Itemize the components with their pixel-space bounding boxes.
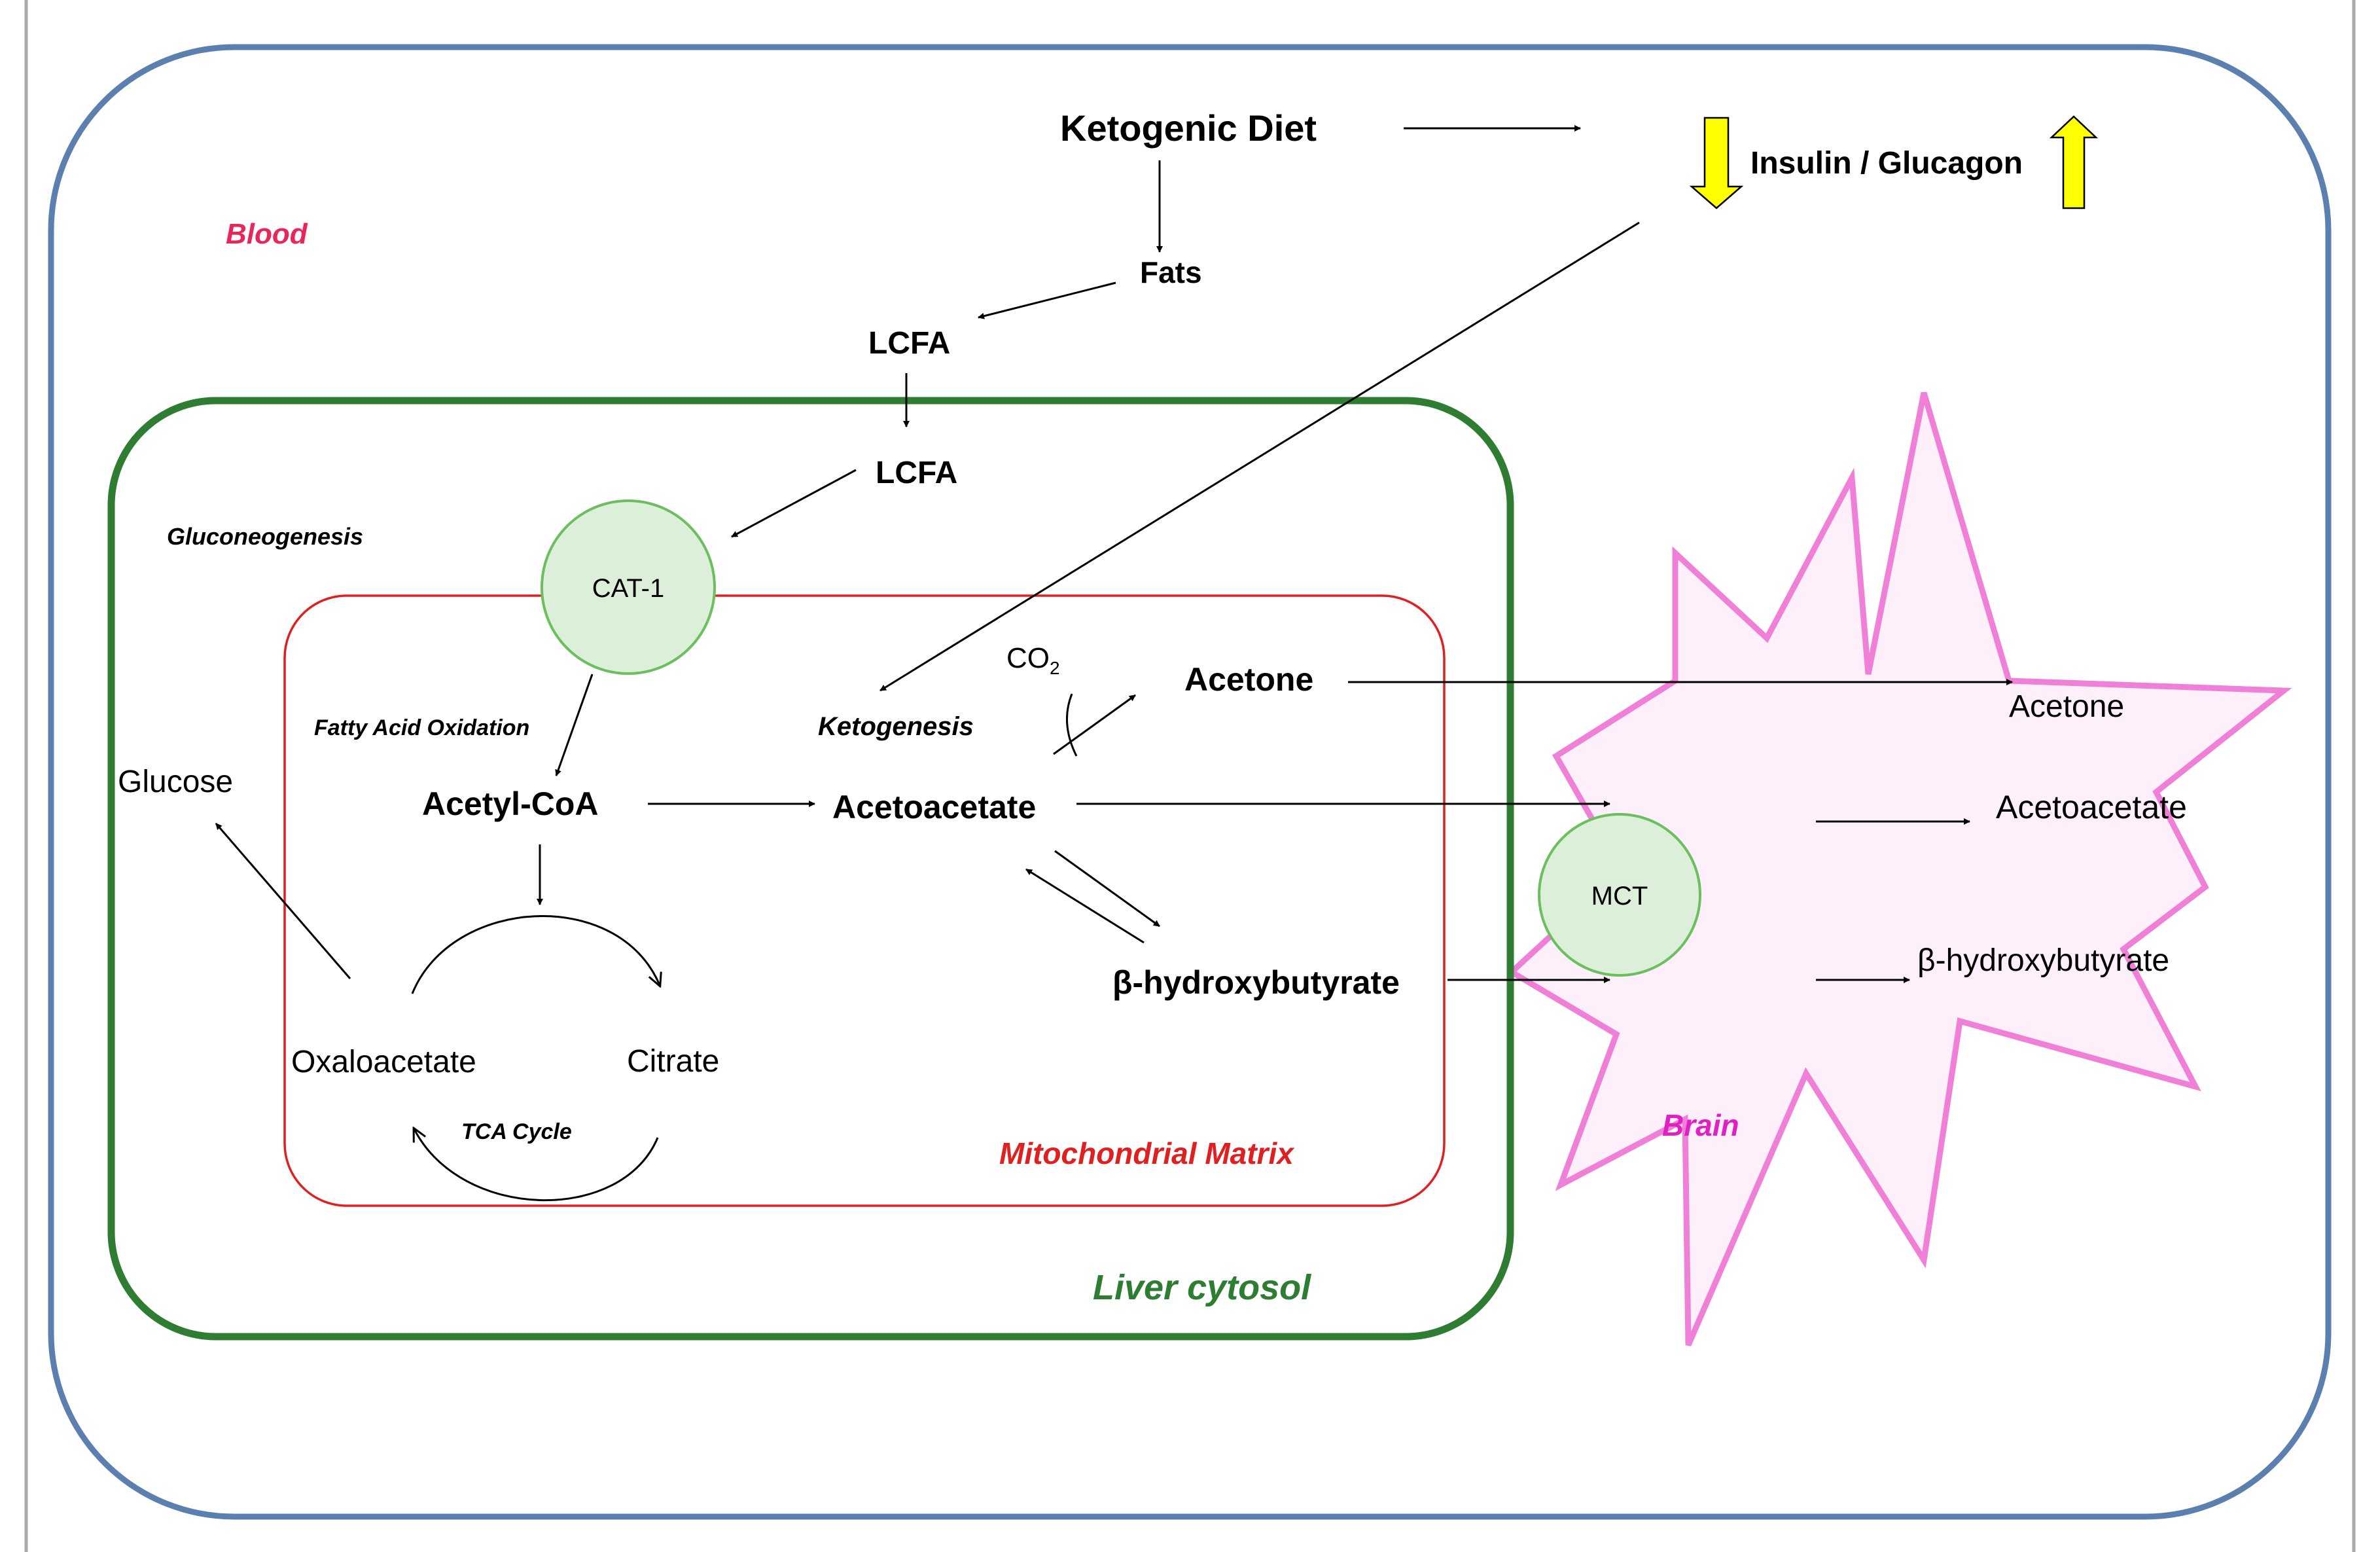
liver-lcfa-label: LCFA bbox=[876, 456, 957, 490]
tca-cycle-label: TCA Cycle bbox=[461, 1119, 572, 1144]
mitochondria-compartment bbox=[283, 594, 1446, 1207]
acetoacetate-label: Acetoacetate bbox=[832, 789, 1036, 825]
acetone-label: Acetone bbox=[1184, 661, 1313, 698]
ketogenesis-label: Ketogenesis bbox=[818, 712, 974, 741]
co2-release-arrow bbox=[1066, 693, 1078, 757]
insulin-glucagon-label: Insulin / Glucagon bbox=[1750, 146, 2023, 181]
fats-label: Fats bbox=[1140, 255, 1202, 289]
brain-label: Brain bbox=[1662, 1108, 1739, 1142]
acetyl-coa-label: Acetyl-CoA bbox=[422, 785, 598, 822]
cat1-transporter bbox=[541, 499, 716, 675]
acetoacetate-to-bhb-arrow bbox=[1054, 850, 1160, 928]
mct-transporter bbox=[1538, 813, 1701, 977]
cat1-to-acetylcoa-arrow bbox=[555, 674, 594, 776]
glucose-label: Glucose bbox=[118, 765, 233, 799]
co2-text: CO bbox=[1006, 642, 1050, 674]
glucagon-up-arrow bbox=[2049, 115, 2099, 209]
co2-subscript: 2 bbox=[1050, 658, 1060, 678]
brain-compartment bbox=[1506, 391, 2292, 1346]
blood-compartment bbox=[48, 44, 2332, 1520]
brain-bhb-label: β-hydroxybutyrate bbox=[1917, 943, 2169, 978]
oxaloacetate-to-glucose-arrow bbox=[215, 823, 351, 979]
blood-label: Blood bbox=[226, 218, 308, 250]
blood-lcfa-label: LCFA bbox=[868, 326, 950, 361]
liver-compartment bbox=[107, 397, 1514, 1341]
brain-acetone-label: Acetone bbox=[2009, 689, 2124, 724]
oxaloacetate-label: Oxaloacetate bbox=[291, 1045, 476, 1079]
acetoacetate-to-acetone-arrow bbox=[1053, 694, 1136, 755]
tca-cycle-lower-arc bbox=[414, 1129, 659, 1201]
bhb-label: β-hydroxybutyrate bbox=[1112, 964, 1400, 1001]
gluconeogenesis-label: Gluconeogenesis bbox=[167, 523, 363, 550]
liver-label: Liver cytosol bbox=[1093, 1268, 1311, 1307]
lcfa-to-cat1-arrow bbox=[731, 469, 857, 538]
mct-label: MCT bbox=[1591, 882, 1648, 911]
mito-label: Mitochondrial Matrix bbox=[999, 1136, 1295, 1170]
fats-to-lcfa-arrow bbox=[978, 281, 1116, 319]
citrate-label: Citrate bbox=[627, 1044, 719, 1079]
fatty-acid-oxidation-label: Fatty Acid Oxidation bbox=[314, 715, 529, 740]
cat1-label: CAT-1 bbox=[592, 574, 664, 603]
brain-acetoacetate-label: Acetoacetate bbox=[1996, 789, 2187, 825]
ketogenic-diet-label: Ketogenic Diet bbox=[1060, 107, 1317, 149]
insulin-down-arrow bbox=[1689, 117, 1744, 209]
co2-label: CO2 bbox=[1006, 642, 1060, 678]
hormones-to-ketogenesis-arrow bbox=[879, 221, 1640, 692]
bhb-to-acetoacetate-arrow bbox=[1025, 868, 1145, 944]
tca-cycle-upper-arc bbox=[411, 915, 660, 994]
